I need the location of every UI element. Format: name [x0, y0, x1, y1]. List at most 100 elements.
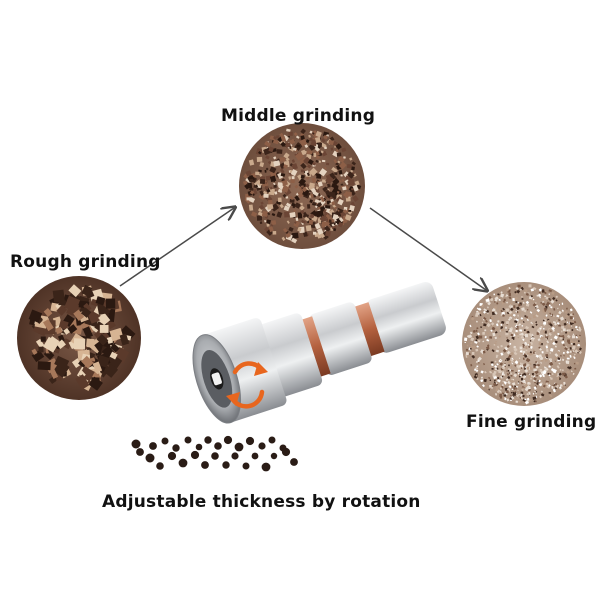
grind-particle	[544, 295, 547, 298]
grind-particle	[331, 219, 335, 223]
grind-particle	[73, 338, 86, 350]
grind-particle	[281, 179, 288, 186]
grind-particle	[265, 167, 269, 171]
grind-particle	[520, 332, 524, 336]
grind-particle	[537, 338, 541, 342]
grind-particle	[520, 319, 523, 322]
grind-particle	[517, 374, 519, 377]
grind-particle	[535, 302, 537, 304]
grind-particle	[480, 349, 485, 354]
grind-particle	[289, 146, 292, 149]
grind-particle	[56, 304, 68, 316]
grind-particle	[348, 209, 352, 212]
grind-particle	[311, 130, 318, 137]
grind-particle	[540, 382, 543, 385]
grind-particle	[486, 331, 490, 335]
peppercorn	[178, 458, 188, 468]
grind-particle	[300, 169, 305, 173]
grind-particle	[324, 146, 327, 150]
grind-particle	[480, 379, 484, 383]
grind-particle	[291, 159, 296, 163]
grind-particle	[506, 390, 509, 394]
grind-particle	[343, 171, 350, 177]
grind-particle	[313, 152, 317, 158]
grind-particle	[563, 322, 567, 326]
grind-particle	[280, 141, 286, 147]
rough-grinding-label: Rough grinding	[10, 252, 161, 272]
grind-particle	[482, 331, 486, 335]
grind-particle	[504, 304, 506, 306]
grind-particle	[332, 227, 337, 232]
grind-particle	[295, 217, 299, 222]
grind-particle	[569, 354, 572, 358]
grind-particle	[487, 301, 492, 306]
grind-particle	[472, 329, 476, 333]
grind-particle	[300, 209, 305, 215]
grind-particle	[306, 176, 310, 180]
grind-particle	[501, 375, 504, 378]
grind-particle	[526, 397, 530, 401]
grind-particle	[475, 348, 479, 352]
grind-particle	[496, 376, 500, 380]
grind-particle	[96, 355, 110, 368]
grind-particle	[258, 173, 263, 177]
grind-particle	[510, 333, 514, 337]
grind-particle	[569, 308, 573, 312]
grind-particle	[526, 385, 531, 390]
grind-particle	[536, 332, 539, 335]
grind-particle	[306, 150, 313, 155]
grind-particle	[286, 220, 290, 224]
grind-particle	[519, 349, 523, 353]
grind-particle	[543, 291, 547, 295]
grind-particle	[564, 374, 569, 379]
grind-particle	[478, 362, 480, 364]
grind-particle	[337, 160, 341, 164]
grind-particle	[484, 329, 487, 332]
grind-particle	[551, 326, 556, 331]
grind-particle	[306, 172, 311, 177]
grind-particle	[494, 360, 497, 363]
grind-particle	[558, 362, 561, 365]
grind-particle	[524, 333, 529, 338]
grind-particle	[506, 337, 508, 339]
grind-particle	[506, 350, 511, 355]
grind-particle	[513, 391, 516, 393]
grind-particle	[547, 372, 550, 376]
grind-particle	[516, 325, 519, 329]
grind-particle	[511, 362, 514, 365]
grind-particle	[568, 329, 571, 332]
grind-particle	[286, 128, 291, 133]
grind-particle	[516, 397, 519, 400]
grind-particle	[340, 174, 343, 177]
grind-particle	[530, 321, 533, 324]
grind-particle	[554, 340, 558, 344]
grind-particle	[273, 156, 277, 160]
grind-particle	[558, 303, 560, 306]
grind-particle	[509, 343, 512, 345]
grind-particle	[322, 186, 328, 192]
grind-particle	[342, 190, 351, 199]
grind-particle	[530, 345, 533, 349]
grind-particle	[485, 301, 488, 303]
grind-particle	[337, 221, 344, 228]
grind-particle	[341, 218, 347, 224]
grind-particle	[540, 336, 545, 340]
grind-particle	[502, 366, 505, 370]
grind-particle	[351, 187, 355, 191]
grind-particle	[539, 374, 543, 378]
grind-particle	[547, 319, 551, 323]
grind-particle	[308, 134, 311, 138]
grind-particle	[540, 359, 544, 362]
grind-particle	[291, 163, 298, 170]
grind-particle	[480, 376, 484, 379]
grind-particle	[249, 175, 252, 178]
grind-particle	[468, 353, 471, 356]
grind-particle	[558, 334, 561, 338]
grind-particle	[522, 301, 525, 304]
grind-particle	[578, 347, 582, 351]
grind-particle	[496, 345, 500, 349]
grind-particle	[250, 211, 258, 218]
grind-particle	[293, 132, 298, 137]
grind-particle	[506, 398, 510, 402]
grind-particle	[495, 323, 499, 327]
